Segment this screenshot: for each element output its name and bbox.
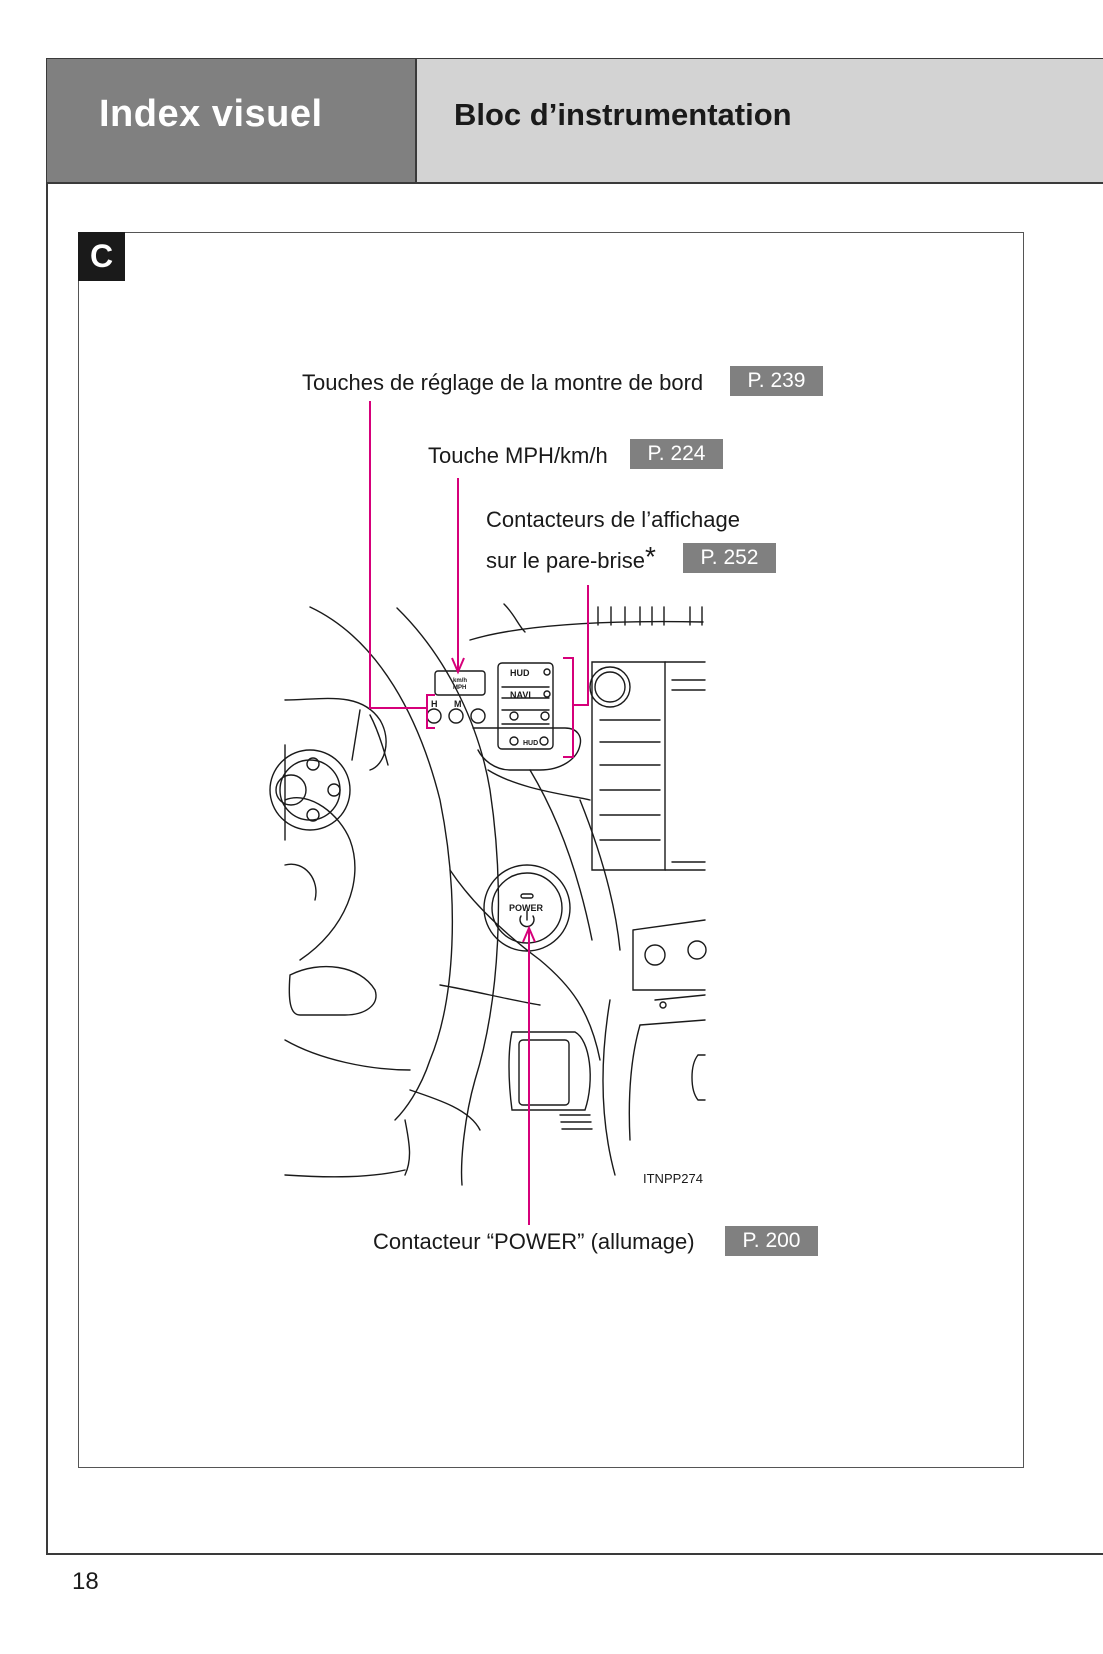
section-badge: C (78, 232, 125, 281)
navi-switch-text: NAVI (510, 690, 531, 700)
callout-clock-buttons-label: Touches de réglage de la montre de bord (302, 370, 704, 395)
callout-power-switch-label: Contacteur “POWER” (allumage) (373, 1229, 695, 1254)
leader-mph-kmh-arrowhead (451, 657, 465, 675)
callout-hud-switches-label-line1: Contacteurs de l’affichage (486, 507, 740, 532)
illustration-panel (78, 232, 1024, 1468)
callout-mph-kmh-label: Touche MPH/km/h (428, 443, 608, 468)
hud-switch-text: HUD (510, 668, 530, 678)
page-number: 18 (72, 1568, 99, 1595)
page-header: Bloc d’instrumentation (417, 59, 1103, 184)
power-button-text: POWER (509, 903, 544, 913)
figure-code: ITNPP274 (643, 1171, 703, 1186)
section-header: Index visuel (47, 59, 417, 184)
callout-power-switch-page-ref[interactable]: P. 200 (725, 1226, 818, 1256)
page-title: Bloc d’instrumentation (454, 97, 792, 132)
kmh-button-text: km/h (453, 678, 467, 684)
callout-hud-switches-label-line2: sur le pare-brise* (486, 541, 656, 574)
hud-small-text: HUD (523, 740, 538, 747)
hour-button-text: H (431, 699, 438, 709)
leader-power-arrowhead (522, 925, 536, 943)
footnote-asterisk: * (644, 541, 656, 572)
section-title: Index visuel (99, 93, 323, 135)
callout-hud-switches-page-ref[interactable]: P. 252 (683, 543, 776, 573)
leader-hud-switches (563, 585, 589, 758)
callout-mph-kmh-page-ref[interactable]: P. 224 (630, 439, 723, 469)
leader-clock-buttons (369, 401, 435, 729)
callout-clock-buttons-page-ref[interactable]: P. 239 (730, 366, 823, 396)
mph-button-text: MPH (453, 685, 466, 691)
minute-button-text: M (454, 699, 462, 709)
